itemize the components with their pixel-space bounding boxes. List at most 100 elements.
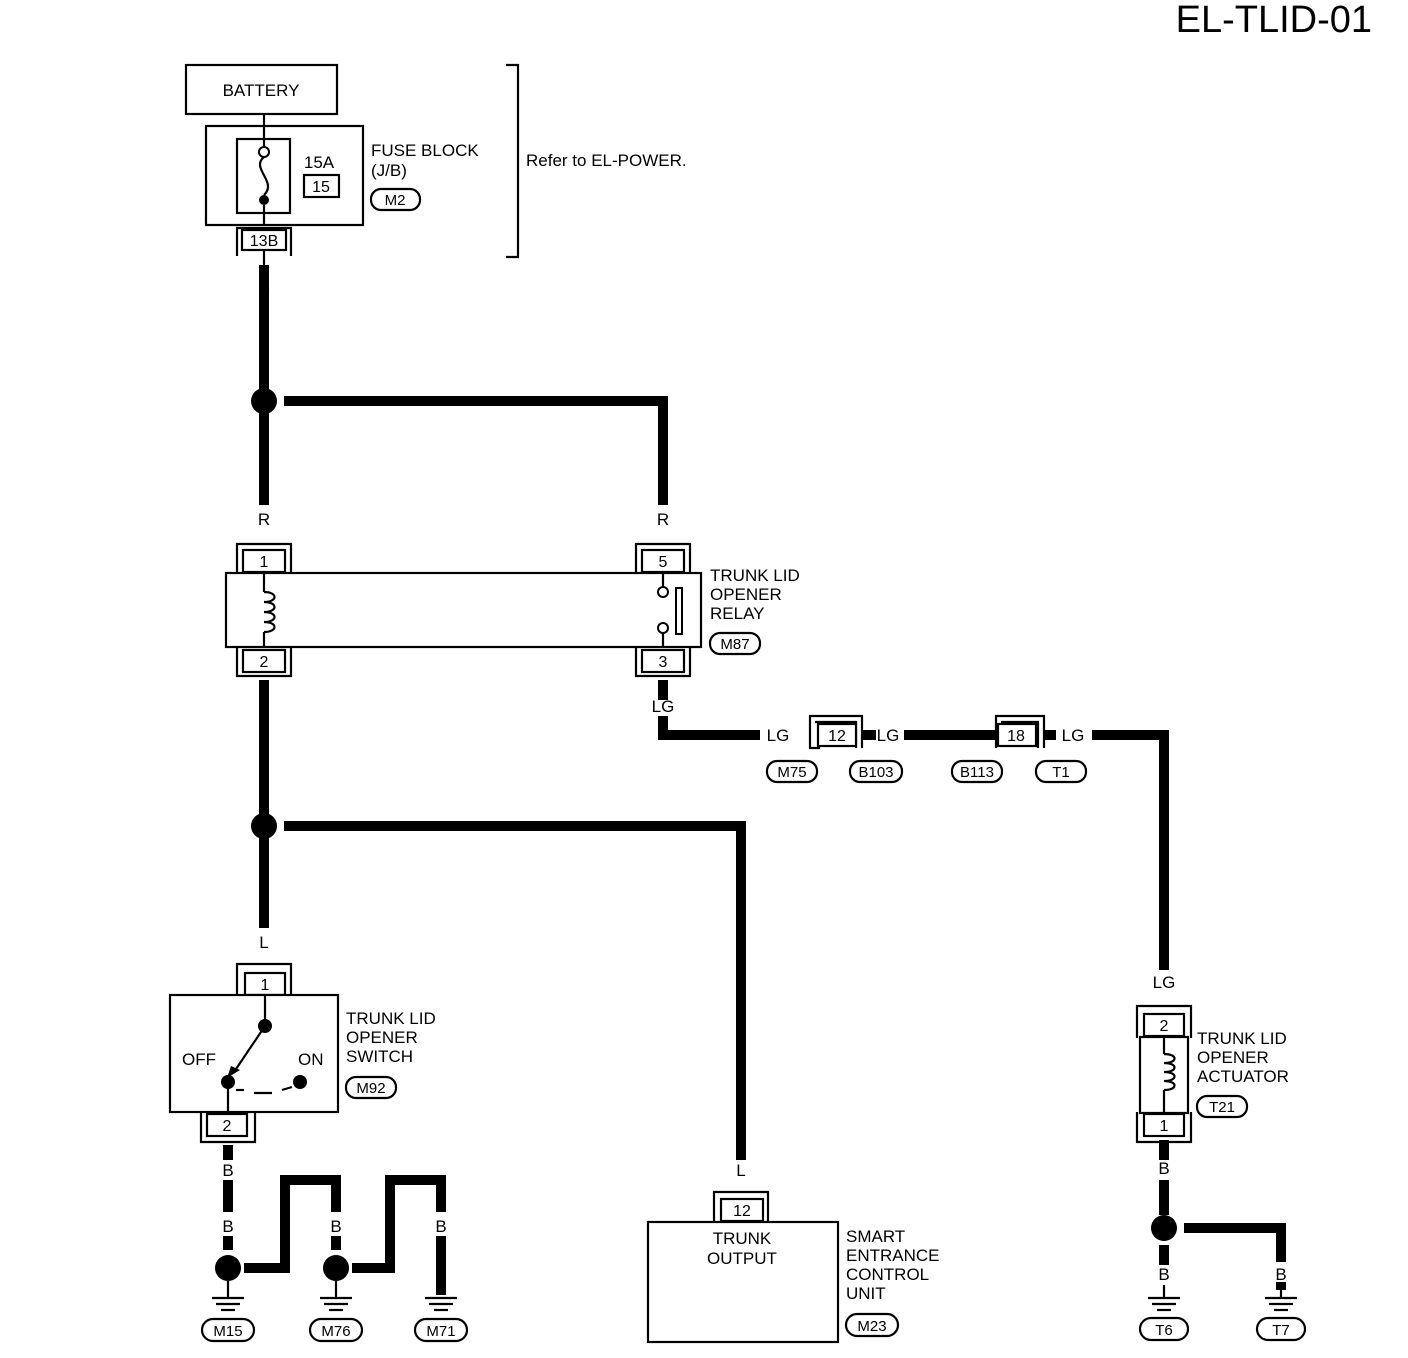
splice-b-m76 [323, 1255, 349, 1281]
connector-t6: T6 [1138, 1316, 1190, 1342]
connector-m71: M71 [413, 1317, 469, 1343]
connector-m75: M75 [765, 759, 819, 784]
switch-on-label: ON [298, 1050, 324, 1069]
wire-label-r-1: R [258, 275, 270, 294]
wire-label-lg-4: LG [1062, 726, 1085, 745]
ground-symbol-t6 [1148, 1285, 1180, 1312]
ground-symbol-m15 [212, 1281, 244, 1312]
actuator-pin-2: 2 [1160, 1018, 1169, 1035]
connector-b103: B103 [848, 759, 904, 784]
wire-label-b-2: B [222, 1217, 233, 1236]
svg-text:18: 18 [1007, 728, 1025, 745]
control-unit-label-3: CONTROL [846, 1265, 929, 1284]
wire-r-branch [284, 396, 668, 505]
switch-off-label: OFF [182, 1050, 216, 1069]
svg-text:M92: M92 [356, 1080, 385, 1097]
connector-t7: T7 [1255, 1316, 1307, 1342]
svg-text:T1: T1 [1052, 764, 1070, 781]
wire-label-lg-1: LG [652, 697, 675, 716]
ground-symbol-m71 [425, 1296, 457, 1312]
svg-text:BATTERY: BATTERY [223, 81, 300, 100]
svg-text:B103: B103 [858, 764, 893, 781]
connector-t21: T21 [1195, 1094, 1249, 1119]
connector-m87: M87 [708, 631, 762, 656]
relay-label-3: RELAY [710, 604, 765, 623]
connector-m76: M76 [308, 1317, 364, 1343]
wire-label-b-4: B [330, 1217, 341, 1236]
refer-note: Refer to EL-POWER. [526, 151, 687, 170]
diagram-title: EL-TLID-01 [1176, 0, 1372, 41]
svg-text:M15: M15 [213, 1323, 242, 1340]
wire-b-m76 [244, 1175, 341, 1273]
relay-pin-3: 3 [659, 654, 668, 671]
inline-connector-18: 18 [994, 714, 1046, 748]
fuse-terminal: 13B [250, 233, 278, 250]
splice-l [251, 813, 277, 839]
wire-lg-actuator [1092, 730, 1169, 970]
wire-b-m71 [352, 1175, 446, 1273]
switch-pin-1: 1 [261, 977, 270, 994]
relay-coil [263, 590, 276, 634]
control-unit-label-4: UNIT [846, 1284, 886, 1303]
switch-label-1: TRUNK LID [346, 1009, 436, 1028]
fuse-block-label-1: FUSE BLOCK [371, 141, 479, 160]
wire-label-r-3: R [657, 510, 669, 529]
svg-text:B113: B113 [960, 764, 994, 781]
svg-text:M71: M71 [426, 1323, 455, 1340]
wires [223, 265, 1286, 1295]
svg-text:M75: M75 [777, 764, 806, 781]
switch-pin-2: 2 [223, 1118, 232, 1135]
splice-b-m15 [215, 1255, 241, 1281]
wire-b-t7 [1184, 1223, 1286, 1262]
wire-label-b-5: B [384, 1217, 395, 1236]
wire-label-b-3: B [279, 1217, 290, 1236]
wire-label-b-6: B [435, 1217, 446, 1236]
relay: 1 5 2 3 [224, 542, 703, 678]
relay-pin-5: 5 [659, 554, 668, 571]
wire-label-b-1: B [222, 1161, 233, 1180]
actuator-pin-1: 1 [1160, 1118, 1169, 1135]
actuator-coil [1163, 1052, 1176, 1092]
splice-points [215, 388, 1177, 1281]
control-unit-pin-12: 12 [733, 1203, 751, 1220]
svg-text:T7: T7 [1272, 1322, 1290, 1339]
svg-text:T21: T21 [1209, 1099, 1235, 1116]
fuse-rating: 15A [304, 153, 335, 172]
svg-text:M87: M87 [720, 636, 749, 653]
connector-m23: M23 [844, 1312, 900, 1338]
fuse-number: 15 [312, 179, 330, 196]
wire-label-lg-2: LG [767, 726, 790, 745]
control-unit-output-2: OUTPUT [707, 1249, 777, 1268]
connector-m92: M92 [344, 1075, 398, 1100]
switch-label-3: SWITCH [346, 1047, 413, 1066]
control-unit: 12 TRUNK OUTPUT [646, 1190, 840, 1344]
refer-bracket [506, 63, 520, 259]
wire-label-l-2: L [259, 933, 268, 952]
wire-label-l-1: L [259, 697, 268, 716]
svg-text:M23: M23 [857, 1318, 886, 1335]
wire-l-branch [284, 821, 746, 1160]
inline-connector-12: 12 [808, 714, 864, 750]
wire-lg-out [658, 716, 760, 740]
wire-label-r-2: R [258, 510, 270, 529]
relay-label-1: TRUNK LID [710, 566, 800, 585]
actuator-label-3: ACTUATOR [1197, 1067, 1289, 1086]
connector-m15: M15 [200, 1317, 256, 1343]
ground-symbol-t7 [1265, 1290, 1297, 1312]
actuator: 2 1 [1135, 1004, 1193, 1144]
ground-symbol-m76 [320, 1281, 352, 1312]
splice-b-actuator [1151, 1215, 1177, 1241]
connector-m2: M2 [369, 187, 422, 212]
relay-label-2: OPENER [710, 585, 782, 604]
fuse-element [258, 156, 270, 196]
battery: BATTERY [184, 63, 339, 126]
relay-pin-1: 1 [260, 554, 269, 571]
wire-label-b-7: B [1158, 1159, 1169, 1178]
actuator-label-2: OPENER [1197, 1048, 1269, 1067]
fuse-block-label-2: (J/B) [371, 161, 407, 180]
wire-label-lg-5: LG [1153, 973, 1176, 992]
svg-text:T6: T6 [1155, 1322, 1173, 1339]
wire-label-b-9: B [1275, 1265, 1286, 1284]
connector-b113: B113 [950, 759, 1004, 784]
fuse-block: 15A 15 13B [204, 124, 365, 265]
